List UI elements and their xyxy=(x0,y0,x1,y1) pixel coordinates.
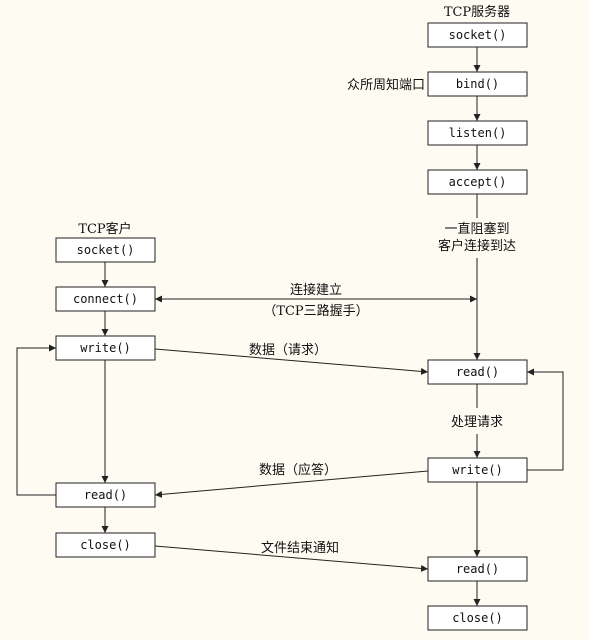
client-connect-label: connect() xyxy=(73,292,138,306)
block-label-line1: 一直阻塞到 xyxy=(444,221,509,237)
client-socket-label: socket() xyxy=(77,243,135,257)
eof-label: 文件结束通知 xyxy=(261,540,339,556)
client-connect-box: connect() xyxy=(55,286,156,312)
client-write-label: write() xyxy=(80,341,131,355)
client-title: TCP客户 xyxy=(78,221,131,237)
server-read-eof-label: read() xyxy=(456,562,499,576)
client-close-label: close() xyxy=(80,538,131,552)
server-accept-box: accept() xyxy=(427,169,528,195)
server-bind-box: bind() xyxy=(427,71,528,97)
server-socket-box: socket() xyxy=(427,22,528,48)
server-write-label: write() xyxy=(452,463,503,477)
server-socket-label: socket() xyxy=(449,28,507,42)
block-label-line2: 客户连接到达 xyxy=(438,238,516,254)
request-arrow xyxy=(154,348,429,375)
server-accept-label: accept() xyxy=(449,175,507,189)
client-read-box: read() xyxy=(55,482,156,508)
server-close-label: close() xyxy=(452,611,503,625)
well-known-port-label: 众所周知端口 xyxy=(347,77,425,93)
server-read-box: read() xyxy=(427,359,528,385)
process-request-label: 处理请求 xyxy=(451,415,503,430)
client-socket-box: socket() xyxy=(55,237,156,263)
server-title: TCP服务器 xyxy=(444,4,510,20)
reply-label: 数据（应答） xyxy=(259,462,337,478)
connection-label-line2: （TCP三路握手） xyxy=(263,303,368,319)
server-loop-arrow xyxy=(527,368,564,471)
client-read-label: read() xyxy=(84,488,127,502)
server-bind-label: bind() xyxy=(456,77,499,91)
reply-arrow xyxy=(154,470,429,498)
server-listen-box: listen() xyxy=(427,120,528,146)
server-write-box: write() xyxy=(427,457,528,483)
eof-arrow xyxy=(154,545,429,572)
client-close-box: close() xyxy=(55,532,156,558)
server-listen-label: listen() xyxy=(449,126,507,140)
server-close-box: close() xyxy=(427,605,528,631)
connection-label-line1: 连接建立 xyxy=(290,282,342,298)
server-read-eof-box: read() xyxy=(427,556,528,582)
client-write-box: write() xyxy=(55,335,156,361)
client-loop-arrow xyxy=(16,344,56,496)
server-read-label: read() xyxy=(456,365,499,379)
request-label: 数据（请求） xyxy=(249,343,327,358)
